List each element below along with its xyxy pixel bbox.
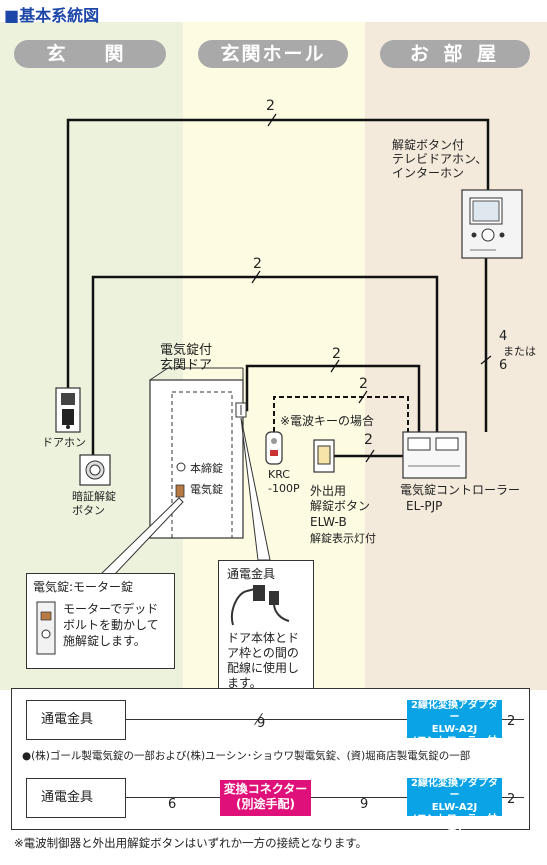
row1-out-line bbox=[502, 719, 524, 720]
conduit-text-4: ます。 bbox=[227, 676, 262, 690]
row1-line bbox=[125, 719, 407, 720]
row1-count: 9 bbox=[257, 716, 266, 731]
exit-button-label-4: 解錠表示灯付 bbox=[310, 532, 376, 545]
intercom-label-1: 解錠ボタン付 bbox=[392, 138, 465, 152]
wire-count-exit: 2 bbox=[364, 432, 373, 448]
conduit-text-2: ア枠との間の bbox=[227, 646, 299, 660]
footnote: ※電波制御器と外出用解錠ボタンはいずれか一方の接続となります。 bbox=[14, 836, 368, 850]
converter-line-2: (別途手配) bbox=[236, 797, 295, 811]
zone-label-hall: 玄関ホール bbox=[198, 40, 348, 68]
exit-button-device bbox=[313, 439, 335, 473]
tick-exit bbox=[365, 449, 375, 463]
wire-count-second: 2 bbox=[253, 256, 262, 272]
row2-line-b bbox=[311, 797, 407, 798]
intercom-label-3: インターホン bbox=[392, 166, 465, 180]
code-button-label-2: ボタン bbox=[72, 504, 105, 517]
intercom-label-2: テレビドアホン、 bbox=[392, 152, 488, 166]
adapter-1-line-1: 2線化変換アダプター bbox=[411, 700, 498, 723]
tick-top bbox=[267, 113, 277, 127]
tick-intercom bbox=[480, 355, 492, 365]
motor-lock-text-2: ボルトを動かして bbox=[63, 618, 159, 632]
intercom-device bbox=[461, 189, 523, 259]
row2-label-box: 通電金具 bbox=[26, 778, 126, 818]
conduit-title: 通電金具 bbox=[227, 567, 276, 581]
adapter-2-line-1: 2線化変換アダプター bbox=[411, 778, 498, 801]
doorphone-device bbox=[55, 387, 81, 433]
doorphone-label: ドアホン bbox=[42, 436, 86, 449]
wire-count-intercom-b: 6 bbox=[499, 358, 508, 373]
row1-label: 通電金具 bbox=[41, 712, 94, 727]
conduit-text-1: ドア本体とド bbox=[227, 631, 300, 645]
row2-out-line bbox=[502, 797, 524, 798]
adapter-1-line-3: (コントローラー付属) bbox=[412, 736, 497, 759]
manufacturer-note: ●(株)ゴール製電気錠の一部および(株)ユーシン･ショウワ製電気錠、(資)堀商店… bbox=[22, 750, 471, 762]
row1-out-count: 2 bbox=[507, 714, 516, 729]
krc-label-1: KRC bbox=[268, 468, 290, 481]
electric-lock-label: 電気錠 bbox=[190, 483, 223, 496]
tick-dashed bbox=[358, 390, 368, 404]
wiring-diagram bbox=[55, 113, 523, 576]
radio-key-note: ※電波キーの場合 bbox=[280, 414, 375, 428]
wire-doorphone-intercom bbox=[66, 118, 490, 388]
tick-door bbox=[330, 359, 340, 373]
krc-label-2: -100P bbox=[268, 482, 300, 495]
zone-label-room: お 部 屋 bbox=[380, 40, 530, 68]
row2-count-a: 6 bbox=[168, 797, 177, 812]
row2-count-b: 9 bbox=[360, 797, 369, 812]
adapter-2-line-2: ELW-A2J bbox=[431, 802, 478, 813]
wire-count-door: 2 bbox=[332, 346, 341, 362]
row2-out-count: 2 bbox=[507, 792, 516, 807]
adapter-1: 2線化変換アダプター ELW-A2J (コントローラー付属) bbox=[407, 700, 502, 759]
code-button-label-1: 暗証解錠 bbox=[72, 490, 116, 503]
adapter-2-line-3: (コントローラー付属) bbox=[412, 814, 497, 837]
page-title: ■基本系統図 bbox=[4, 6, 100, 25]
conduit-icon bbox=[231, 585, 290, 626]
zone-room-bg bbox=[365, 22, 547, 690]
row2-line-a bbox=[125, 797, 220, 798]
wire-count-intercom-a: 4 bbox=[499, 329, 508, 344]
row1-label-box: 通電金具 bbox=[26, 700, 126, 740]
tick-second bbox=[251, 270, 261, 284]
controller-label-1: 電気錠コントローラー bbox=[400, 483, 521, 497]
wire-count-top: 2 bbox=[266, 98, 275, 114]
controller-label-2: EL-PJP bbox=[406, 499, 443, 513]
door-label-2: 玄関ドア bbox=[160, 358, 213, 373]
exit-button-label-1: 外出用 bbox=[310, 484, 347, 498]
adapter-2: 2線化変換アダプター ELW-A2J (コントローラー付属) bbox=[407, 778, 502, 837]
motor-lock-callout: 電気錠:モーター錠 モーターでデッド ボルトを動かして 施解錠します。 bbox=[26, 573, 175, 669]
conduit-text-3: 配線に使用し bbox=[227, 661, 300, 675]
wire-count-dashed: 2 bbox=[359, 376, 368, 392]
row2-label: 通電金具 bbox=[41, 790, 94, 805]
controller-device bbox=[402, 431, 467, 479]
motor-lock-text-1: モーターでデッド bbox=[63, 602, 159, 616]
motor-lock-title: 電気錠:モーター錠 bbox=[33, 580, 134, 594]
conduit-callout: 通電金具 ドア本体とド ア枠との間の 配線に使用し ます。 bbox=[218, 560, 314, 698]
wire-radio-dashed bbox=[273, 396, 409, 432]
code-button-device bbox=[79, 454, 111, 486]
zone-label-entrance: 玄 関 bbox=[14, 40, 166, 68]
converter-tag: 変換コネクター (別途手配) bbox=[220, 780, 311, 816]
motor-lock-icon bbox=[36, 601, 56, 655]
exit-button-label-3: ELW-B bbox=[310, 515, 347, 529]
wire-count-intercom-or: または bbox=[503, 345, 536, 358]
door-label-1: 電気錠付 bbox=[160, 343, 213, 358]
main-lock-label: 本締錠 bbox=[190, 462, 223, 475]
exit-button-label-2: 解錠ボタン bbox=[310, 499, 371, 513]
krc-device bbox=[265, 431, 283, 465]
adapter-1-line-2: ELW-A2J bbox=[431, 724, 478, 735]
wire-codebutton-controller bbox=[91, 275, 439, 455]
motor-lock-text-3: 施解錠します。 bbox=[63, 634, 146, 648]
converter-line-1: 変換コネクター bbox=[223, 782, 308, 796]
